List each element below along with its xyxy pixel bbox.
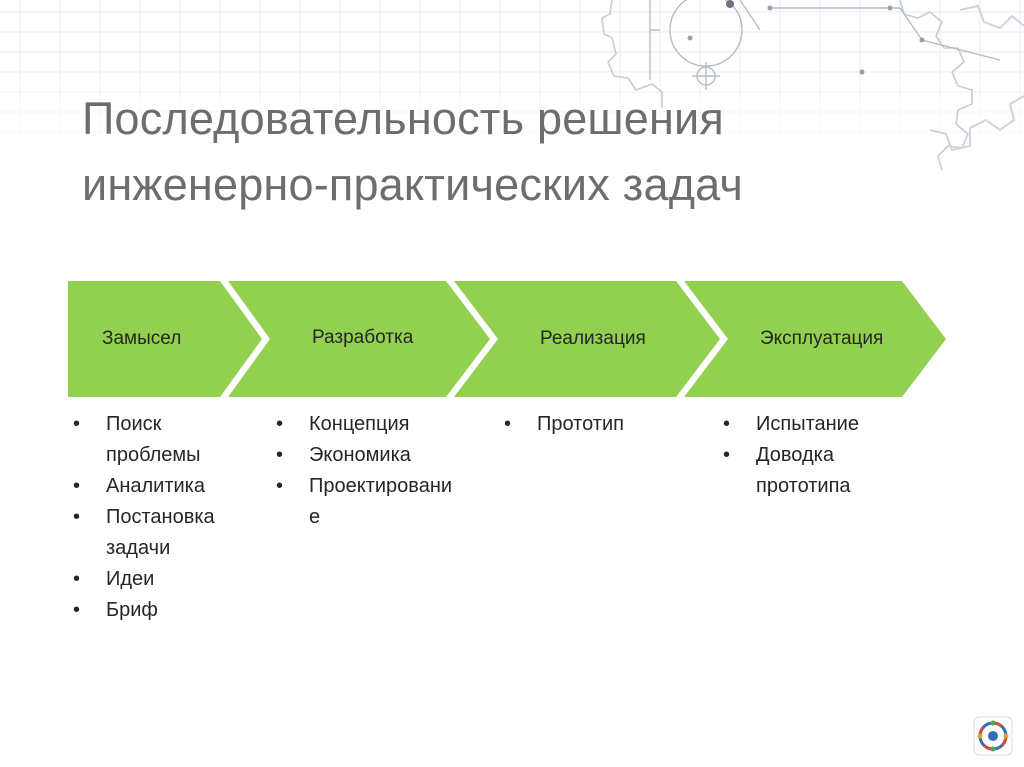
list-item: Испытание (723, 409, 893, 440)
stage-label-4: Эксплуатация (760, 328, 884, 349)
title-line-2: инженерно-практических задач (82, 159, 744, 210)
stage-label-2: Разработка (312, 327, 414, 348)
list-item: Аналитика (73, 471, 253, 502)
stage-2-list: Концепция Экономика Проектирование (276, 409, 458, 533)
list-item: Экономика (276, 440, 458, 471)
stage-label-1: Замысел (102, 328, 182, 349)
list-item: Доводка прототипа (723, 440, 893, 502)
title-line-1: Последовательность решения (82, 93, 724, 144)
list-item: Бриф (73, 595, 253, 626)
list-item: Прототип (504, 409, 684, 440)
page-title: Последовательность решения инженерно-пра… (82, 86, 942, 218)
list-item: Проектирование (276, 471, 458, 533)
chevron-stage-3 (454, 281, 720, 397)
list-item: Идеи (73, 564, 253, 595)
chevron-stage-4 (684, 281, 946, 397)
emblem-logo-icon (973, 716, 1013, 756)
list-item: Концепция (276, 409, 458, 440)
list-item: Постановка задачи (73, 502, 253, 564)
chevron-stage-2 (228, 281, 490, 397)
list-item: Поиск проблемы (73, 409, 253, 471)
stage-1-list: Поиск проблемы Аналитика Постановка зада… (73, 409, 253, 626)
stage-3-list: Прототип (504, 409, 684, 440)
stage-label-3: Реализация (540, 328, 646, 349)
stage-4-list: Испытание Доводка прототипа (723, 409, 893, 502)
chevron-stage-1 (68, 281, 262, 397)
